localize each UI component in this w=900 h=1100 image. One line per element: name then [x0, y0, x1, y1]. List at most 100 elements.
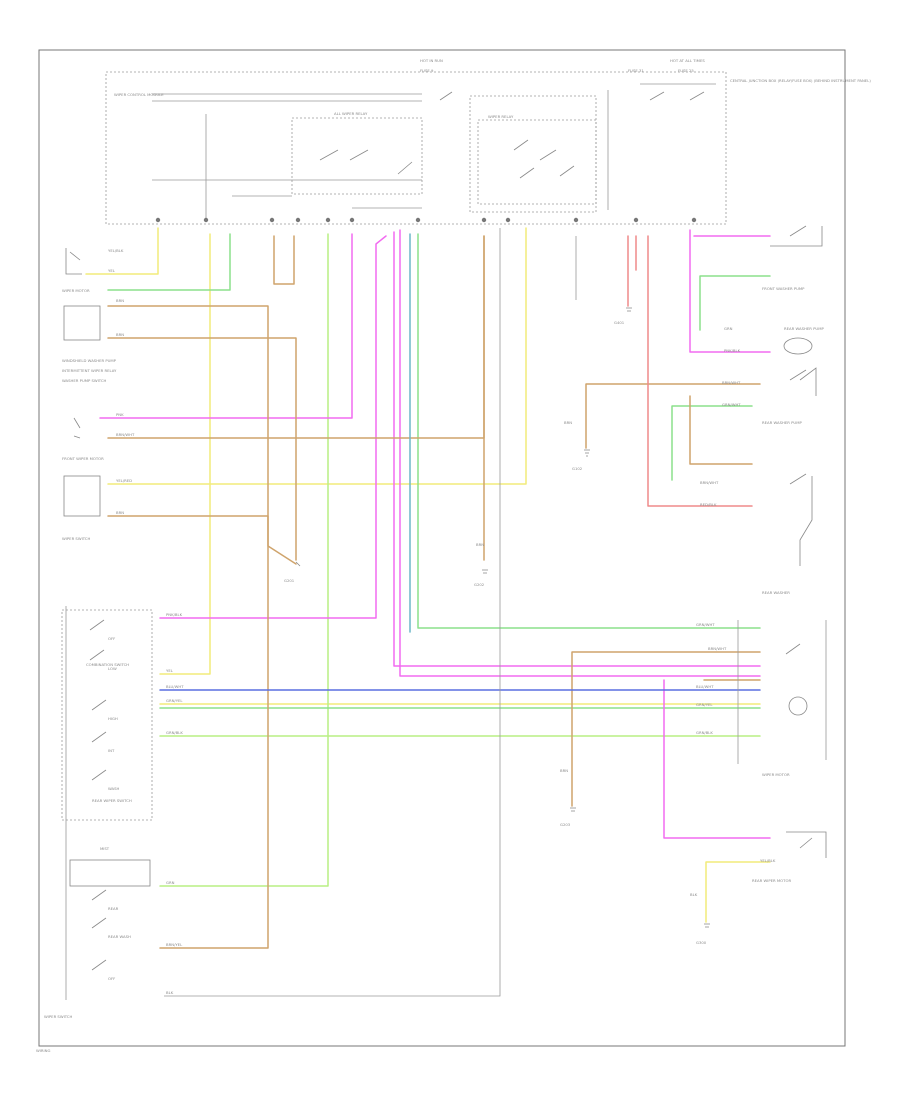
- wire-tan-8: [689, 395, 753, 465]
- ground-icon: [584, 449, 590, 457]
- junction-pin: [573, 217, 579, 223]
- wire-yellow-1: [85, 227, 159, 275]
- ground-icon: [295, 561, 301, 567]
- label-note-4: WIPER SWITCH: [62, 536, 90, 541]
- wire-tan-2: [273, 235, 295, 285]
- junction-pin: [295, 217, 301, 223]
- label-ground-a: G102: [572, 466, 583, 471]
- wire-code: GRN/WHT: [722, 402, 741, 407]
- ground-icon: [704, 923, 710, 928]
- switch-label: REAR: [108, 906, 119, 911]
- washer-pump-symbol: [783, 337, 813, 355]
- switch-label: OFF: [108, 636, 115, 641]
- wire-tan-5: [107, 515, 297, 565]
- label-top-sub-right: FUSE 25: [678, 68, 694, 73]
- label-ground-c: G202: [474, 582, 485, 587]
- wire-code: BRN/WHT: [708, 646, 727, 651]
- wire-code: GRN/WHT: [696, 622, 715, 627]
- relay-left-contacts: [319, 149, 413, 175]
- ground-icon: [570, 807, 576, 812]
- switch-label: OFF: [108, 976, 115, 981]
- relay-left-box: [291, 117, 423, 195]
- wire-code: BRN/WHT: [116, 432, 135, 437]
- right-switch-contacts: [785, 225, 807, 655]
- wiper-motor-symbol: [788, 696, 808, 716]
- wire-green-4: [671, 405, 753, 481]
- label-bottom-module: WIPER SWITCH: [44, 1014, 72, 1019]
- switch-label: WASH: [108, 786, 120, 791]
- wire-code: BRN: [560, 768, 568, 773]
- label-ground-f: G401: [614, 320, 625, 325]
- right-switch-frame-2: [799, 367, 817, 396]
- label-front-washer-3: REAR WASHER PUMP: [762, 420, 802, 425]
- wire-yellow-2: [159, 233, 211, 675]
- label-central-junction: CENTRAL JUNCTION BOX (RELAY/FUSE BOX) (B…: [730, 78, 871, 83]
- label-rear-wiper-switch: REAR WIPER SWITCH: [92, 798, 132, 803]
- switch-label: REAR WASH: [108, 934, 131, 939]
- ground-icon: [626, 307, 632, 312]
- wire-tan-6: [585, 383, 761, 449]
- wire-code: BRN/YEL: [166, 942, 183, 947]
- switch-label: LOW: [108, 666, 117, 671]
- wire-code: BRN: [116, 298, 124, 303]
- label-ground-b: G201: [284, 578, 295, 583]
- label-front-washer-1: FRONT WASHER PUMP: [762, 286, 805, 291]
- wire-code: YEL/BLK: [108, 248, 124, 253]
- wire-pink-6: [663, 679, 771, 839]
- wire-code: BRN/WHT: [722, 380, 741, 385]
- wire-code: BLU/WHT: [696, 684, 714, 689]
- wire-pink-7: [399, 229, 761, 677]
- rear-wiper-switch-symbol: [786, 831, 827, 858]
- wire-tan-3: [107, 337, 297, 561]
- wire-code: BLU/WHT: [166, 684, 184, 689]
- junction-pin: [325, 217, 331, 223]
- left-module-box: [63, 305, 101, 341]
- wire-tan-7: [571, 651, 761, 807]
- label-front-washer-4: REAR WASHER: [762, 590, 790, 595]
- wire-code: GRN/YEL: [696, 702, 713, 707]
- wire-code: GRN/BLK: [696, 730, 713, 735]
- combo-switch-contacts: [89, 619, 107, 971]
- wire-code: BRN: [564, 420, 572, 425]
- label-relay-left: ALL WIPER RELAY: [334, 111, 368, 116]
- wire-code: BLK: [690, 892, 698, 897]
- wire-pink-3: [393, 231, 761, 667]
- wiper-motor-left-symbol: [65, 248, 82, 275]
- wire-lime-1: [159, 233, 329, 887]
- wire-code: PNK/BLK: [166, 612, 183, 617]
- right-switch-frame-1: [770, 226, 823, 247]
- wire-code: BRN: [476, 542, 484, 547]
- switch-label: INT: [108, 748, 115, 753]
- wire-green-3: [699, 275, 771, 331]
- label-top-fuse-right: HOT AT ALL TIMES: [670, 58, 705, 63]
- label-note-3: WASHER PUMP SWITCH: [62, 378, 107, 383]
- label-rear-motor: REAR WIPER MOTOR: [752, 878, 791, 883]
- junction-pin: [269, 217, 275, 223]
- combo-switch-box: [61, 609, 153, 821]
- wire-yellow-5: [705, 861, 771, 923]
- wire-code: BLK: [166, 990, 174, 995]
- label-top-sub-left: FUSE 9: [420, 68, 434, 73]
- wire-red-2: [647, 235, 753, 507]
- wire-code: YEL: [166, 668, 174, 673]
- wire-code: GRN/BLK: [166, 730, 183, 735]
- label-front-wiper: FRONT WIPER MOTOR: [62, 456, 104, 461]
- junction-pin: [349, 217, 355, 223]
- junction-pin: [481, 217, 487, 223]
- junction-pin: [415, 217, 421, 223]
- junction-pin: [691, 217, 697, 223]
- junction-pin: [633, 217, 639, 223]
- junction-pin: [155, 217, 161, 223]
- wire-code: PNK: [116, 412, 124, 417]
- intermittent-relay-box: [63, 475, 101, 517]
- label-left-module: WIPER CONTROL MODULE: [114, 92, 164, 97]
- wire-green-2: [107, 233, 231, 291]
- right-switch-frame-3: [799, 476, 813, 566]
- wire-code: YEL: [108, 268, 116, 273]
- label-relay-mid: WIPER RELAY: [488, 114, 514, 119]
- wire-code: GRN: [724, 326, 733, 331]
- wire-pink-4: [689, 229, 771, 353]
- wire-code: PNK/BLK: [724, 348, 741, 353]
- wire-code: RED/BLK: [700, 502, 717, 507]
